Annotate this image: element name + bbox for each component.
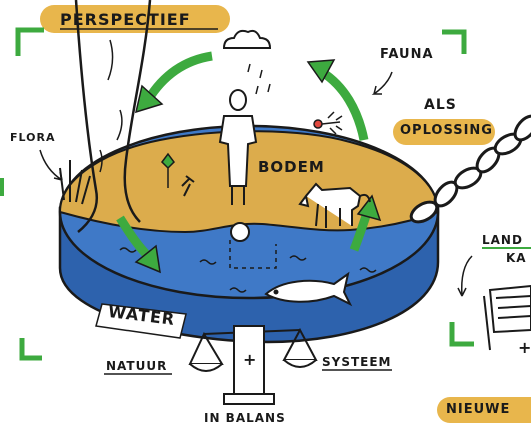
water-label-bg (95, 303, 187, 339)
in-balans-label: IN BALANS (204, 411, 286, 425)
oplossing-highlight (393, 119, 495, 145)
flora-pointer (39, 149, 63, 181)
wolf-icon (298, 182, 371, 228)
arrow-fauna-to-cloud-head (306, 59, 336, 84)
systeem-label: SYSTEEM (322, 355, 392, 369)
tree-bark (99, 39, 123, 173)
water-ripples (119, 247, 377, 293)
flower-icon (161, 152, 175, 188)
land-label: LAND (482, 233, 523, 247)
corner-bracket-mid-right (449, 322, 474, 347)
nieuwe-highlight (437, 397, 531, 423)
land-pointer (457, 255, 473, 297)
arrow-fauna-to-cloud (319, 68, 369, 141)
cloud-icon (222, 29, 272, 49)
als-label: ALS (424, 97, 457, 113)
fish-icon (264, 271, 353, 307)
insect-icon (313, 111, 343, 135)
corner-bracket-top-left (15, 27, 44, 56)
leaf-sprout-icon (181, 175, 195, 197)
flora-label: FLORA (10, 131, 56, 144)
oplossing-label: OPLOSSING (400, 123, 493, 138)
grass-icon (59, 160, 91, 205)
rain-icon (247, 63, 271, 95)
chain-icon (409, 114, 531, 224)
natuur-label: NATUUR (106, 359, 168, 373)
fauna-pointer (371, 71, 393, 95)
arrow-cloud-to-tree-head (134, 84, 164, 114)
tree-trunk (74, 0, 152, 233)
perspectief-label: PERSPECTIEF (60, 10, 191, 29)
plus-sign-label: + (243, 350, 258, 369)
corner-bracket-bottom-left (19, 338, 42, 361)
dashed-root (229, 240, 277, 269)
plus-sign-right-label: + (518, 338, 531, 357)
person-icon (218, 89, 258, 205)
fauna-label: FAUNA (380, 47, 434, 62)
balance-scale-icon (188, 325, 318, 405)
flag-icon (483, 284, 531, 351)
corner-bracket-top-right (442, 29, 467, 54)
arrow-water-to-soil-head (356, 194, 382, 222)
nieuwe-label: NIEUWE (446, 402, 511, 417)
bodem-label: BODEM (258, 158, 325, 176)
arrow-tree-to-water-head (134, 244, 161, 274)
plus-circle-icon (230, 222, 250, 242)
soil-surface (58, 130, 440, 234)
ka-label: KA (506, 251, 527, 265)
arrow-cloud-to-tree (144, 51, 213, 103)
